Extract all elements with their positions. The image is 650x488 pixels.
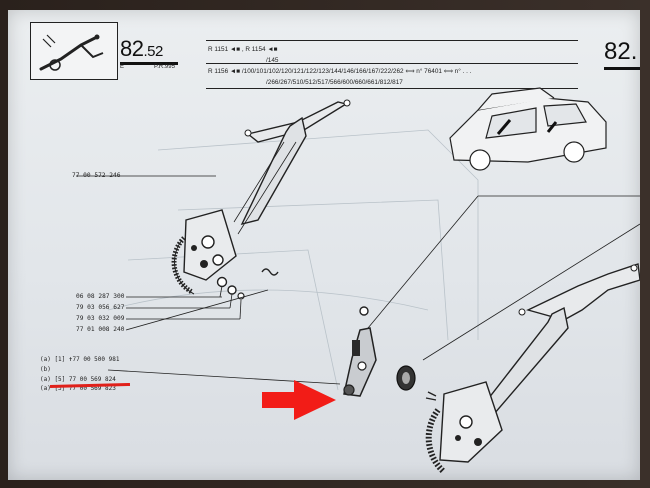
exploded-view-drawing — [76, 87, 640, 475]
models-line-2: /145 — [266, 57, 279, 64]
leader-lines — [76, 175, 640, 385]
highlight-arrow-icon — [262, 380, 336, 420]
section-thumbnail — [30, 22, 118, 80]
door-background-outline — [107, 129, 479, 391]
right-regulator-assembly — [425, 263, 640, 475]
part-number-3: 79 03 056 627 — [76, 304, 125, 311]
ref-line-2: (b) — [40, 366, 51, 373]
part-number-2: 06 08 287 300 — [76, 293, 125, 300]
models-line-3: R 1156 ◄■ /100/101/102/120/121/122/123/1… — [208, 68, 472, 75]
ref-line-4: (a) [3] 77 00 569 823 — [40, 385, 116, 392]
ref-line-3: (a) [5] 77 00 569 824 — [40, 376, 116, 383]
part-number-5: 77 01 008 240 — [76, 326, 125, 333]
regulator-thumbnail-icon — [39, 34, 104, 71]
ref-line-1: (a) [1] ✝77 00 500 981 — [40, 356, 120, 363]
part-number-regulator: 77 00 572 246 — [72, 172, 121, 179]
page-number: 82.52 — [120, 36, 163, 61]
models-line-1: R 1151 ◄■ , R 1154 ◄■ — [208, 46, 278, 53]
page-number-right-underline — [604, 67, 640, 70]
page-number-right: 82. — [604, 38, 638, 65]
header-rule-mid — [206, 63, 578, 64]
upper-regulator-assembly — [171, 99, 351, 300]
header-rule-top — [206, 40, 578, 41]
models-line-4: /266/267/510/512/517/566/600/660/661/812… — [266, 79, 403, 86]
part-number-4: 79 03 032 009 — [76, 315, 125, 322]
header-rule-bottom — [206, 88, 578, 89]
pivot-arm-part — [343, 306, 437, 401]
page-number-underline — [120, 62, 178, 65]
model-applicability: R 1151 ◄■ , R 1154 ◄■ /145 R 1156 ◄■ /10… — [208, 44, 471, 88]
car-illustration — [449, 87, 607, 171]
